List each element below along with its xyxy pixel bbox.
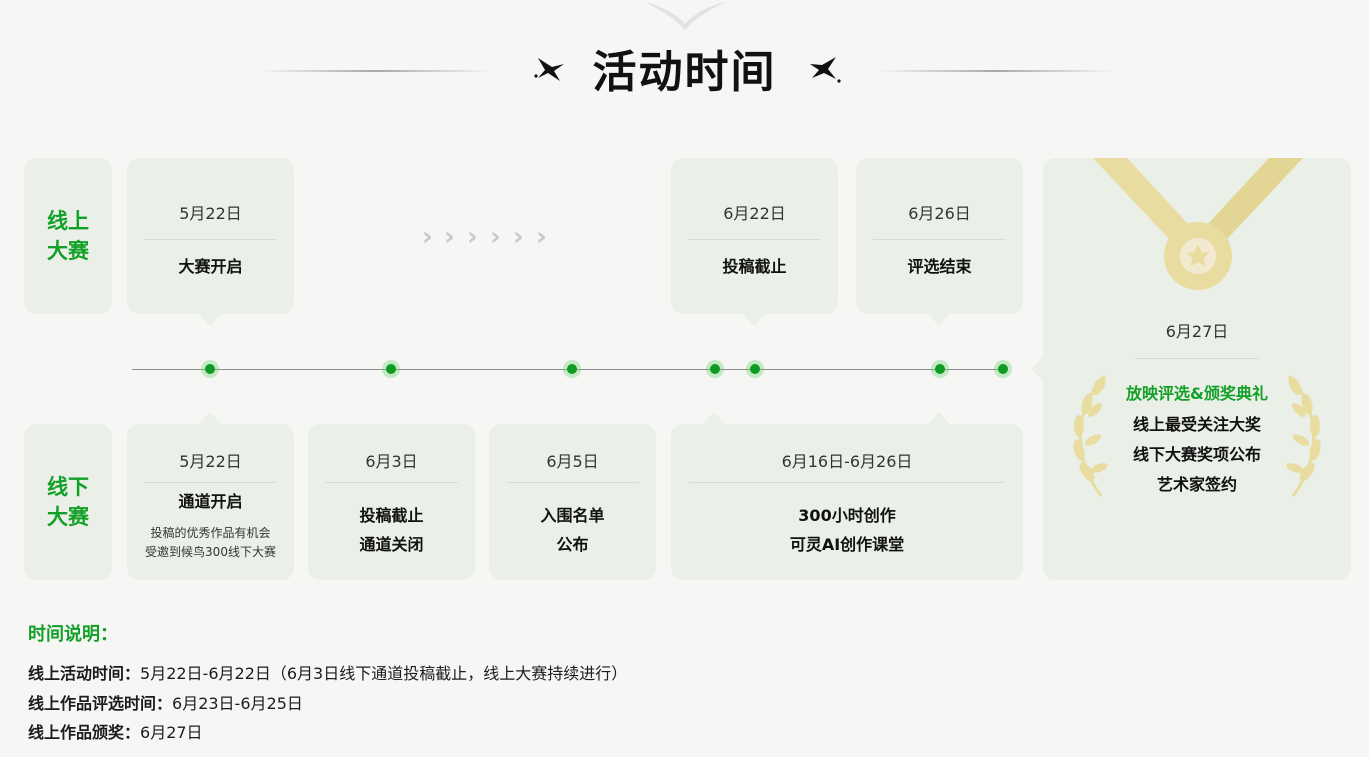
timeline-dot: [750, 364, 760, 374]
header-deco-line-right: [876, 70, 1116, 72]
pointer-notch: [199, 412, 221, 424]
offline-side-label-line1: 线下: [47, 475, 89, 499]
notes-key: 线上作品颁奖：: [28, 723, 141, 742]
offline-event-workshop: 6月16日-6月26日 300小时创作 可灵AI创作课堂: [671, 424, 1023, 580]
event-label: 入围名单: [540, 506, 605, 525]
chevron-right-icon: ›: [444, 222, 455, 252]
online-event-judging-end: 6月26日 评选结束: [856, 158, 1023, 314]
award-item: 线下大赛奖项公布: [1132, 445, 1261, 464]
offline-event-shortlist: 6月5日 入围名单 公布: [489, 424, 656, 580]
award-item: 艺术家签约: [1156, 475, 1237, 494]
sparkle-star-icon: [534, 58, 564, 81]
pointer-notch: [703, 412, 725, 424]
chevron-right-icon: ›: [467, 222, 478, 252]
notes-value: 5月22日-6月22日（6月3日线下通道投稿截止，线上大赛持续进行）: [140, 664, 628, 683]
timeline-dot: [998, 364, 1008, 374]
chevron-right-icon: ›: [490, 222, 501, 252]
page-title: 活动时间: [592, 47, 777, 98]
divider: [872, 239, 1007, 240]
award-pointer-notch: [1031, 357, 1043, 381]
event-label: 公布: [556, 535, 589, 554]
offline-event-deadline: 6月3日 投稿截止 通道关闭: [308, 424, 475, 580]
offline-side-label: 线下 大赛: [24, 424, 112, 580]
header-deco-line-left: [258, 70, 493, 72]
event-label: 投稿截止: [722, 257, 787, 276]
divider: [505, 482, 640, 483]
online-side-label: 线上 大赛: [24, 158, 112, 314]
divider: [1135, 358, 1259, 359]
notes-value: 6月23日-6月25日: [172, 694, 303, 713]
sparkle-star-icon: [810, 57, 841, 83]
timeline-dot: [567, 364, 577, 374]
laurel-wreath-icon: [1286, 374, 1321, 497]
event-label: 可灵AI创作课堂: [789, 535, 905, 554]
event-note: 受邀到候鸟300线下大赛: [145, 545, 276, 559]
event-date: 6月5日: [546, 452, 599, 471]
pointer-notch: [199, 314, 221, 326]
event-date: 6月3日: [365, 452, 418, 471]
event-date: 6月22日: [723, 204, 786, 223]
timeline-dot: [386, 364, 396, 374]
online-side-label-line1: 线上: [47, 209, 89, 233]
chevron-right-icon: ›: [422, 222, 433, 252]
event-date: 6月26日: [908, 204, 971, 223]
notes-value: 6月27日: [140, 723, 203, 742]
event-date: 5月22日: [179, 452, 242, 471]
event-label: 投稿截止: [359, 506, 424, 525]
chevron-right-icon: ›: [536, 222, 547, 252]
online-side-label-line2: 大赛: [47, 239, 89, 263]
notes-line: 线上活动时间：5月22日-6月22日（6月3日线下通道投稿截止，线上大赛持续进行…: [28, 660, 627, 684]
laurel-wreath-icon: [1073, 374, 1108, 497]
award-item: 线上最受关注大奖: [1132, 415, 1261, 434]
online-event-deadline: 6月22日 投稿截止: [671, 158, 838, 314]
timeline-dot: [935, 364, 945, 374]
notes-key: 线上作品评选时间：: [28, 694, 173, 713]
medal-icon: [1093, 158, 1303, 290]
notes-line: 线上作品颁奖：6月27日: [28, 719, 203, 743]
event-date: 5月22日: [179, 204, 242, 223]
notes-heading: 时间说明：: [28, 624, 118, 645]
divider: [143, 482, 278, 483]
divider: [687, 239, 822, 240]
online-event-start: 5月22日 大赛开启: [127, 158, 294, 314]
timeline-dot: [710, 364, 720, 374]
divider: [143, 239, 278, 240]
divider: [324, 482, 459, 483]
divider: [688, 482, 1006, 483]
event-label: 评选结束: [907, 257, 972, 276]
pointer-notch: [928, 412, 950, 424]
award-card: 6月27日 放映评选&颁奖典礼 线上最受关注大奖 线下大赛奖项公布 艺术家签约: [1043, 158, 1351, 580]
pointer-notch: [743, 314, 765, 326]
event-label: 通道开启: [178, 492, 243, 511]
pointer-notch: [928, 314, 950, 326]
wing-ornament-icon: [645, 2, 725, 30]
event-label: 300小时创作: [798, 506, 896, 525]
event-label: 通道关闭: [359, 535, 424, 554]
event-note: 投稿的优秀作品有机会: [150, 526, 271, 540]
notes-key: 线上活动时间：: [28, 664, 141, 683]
timeline-dot: [205, 364, 215, 374]
offline-side-label-line2: 大赛: [47, 505, 89, 529]
event-date: 6月16日-6月26日: [781, 452, 913, 471]
chevron-right-icon: ›: [513, 222, 524, 252]
award-title: 放映评选&颁奖典礼: [1126, 384, 1268, 403]
award-date: 6月27日: [1165, 322, 1229, 341]
event-label: 大赛开启: [178, 257, 243, 276]
offline-event-open: 5月22日 通道开启 投稿的优秀作品有机会 受邀到候鸟300线下大赛: [127, 424, 294, 580]
notes-line: 线上作品评选时间：6月23日-6月25日: [28, 690, 303, 714]
